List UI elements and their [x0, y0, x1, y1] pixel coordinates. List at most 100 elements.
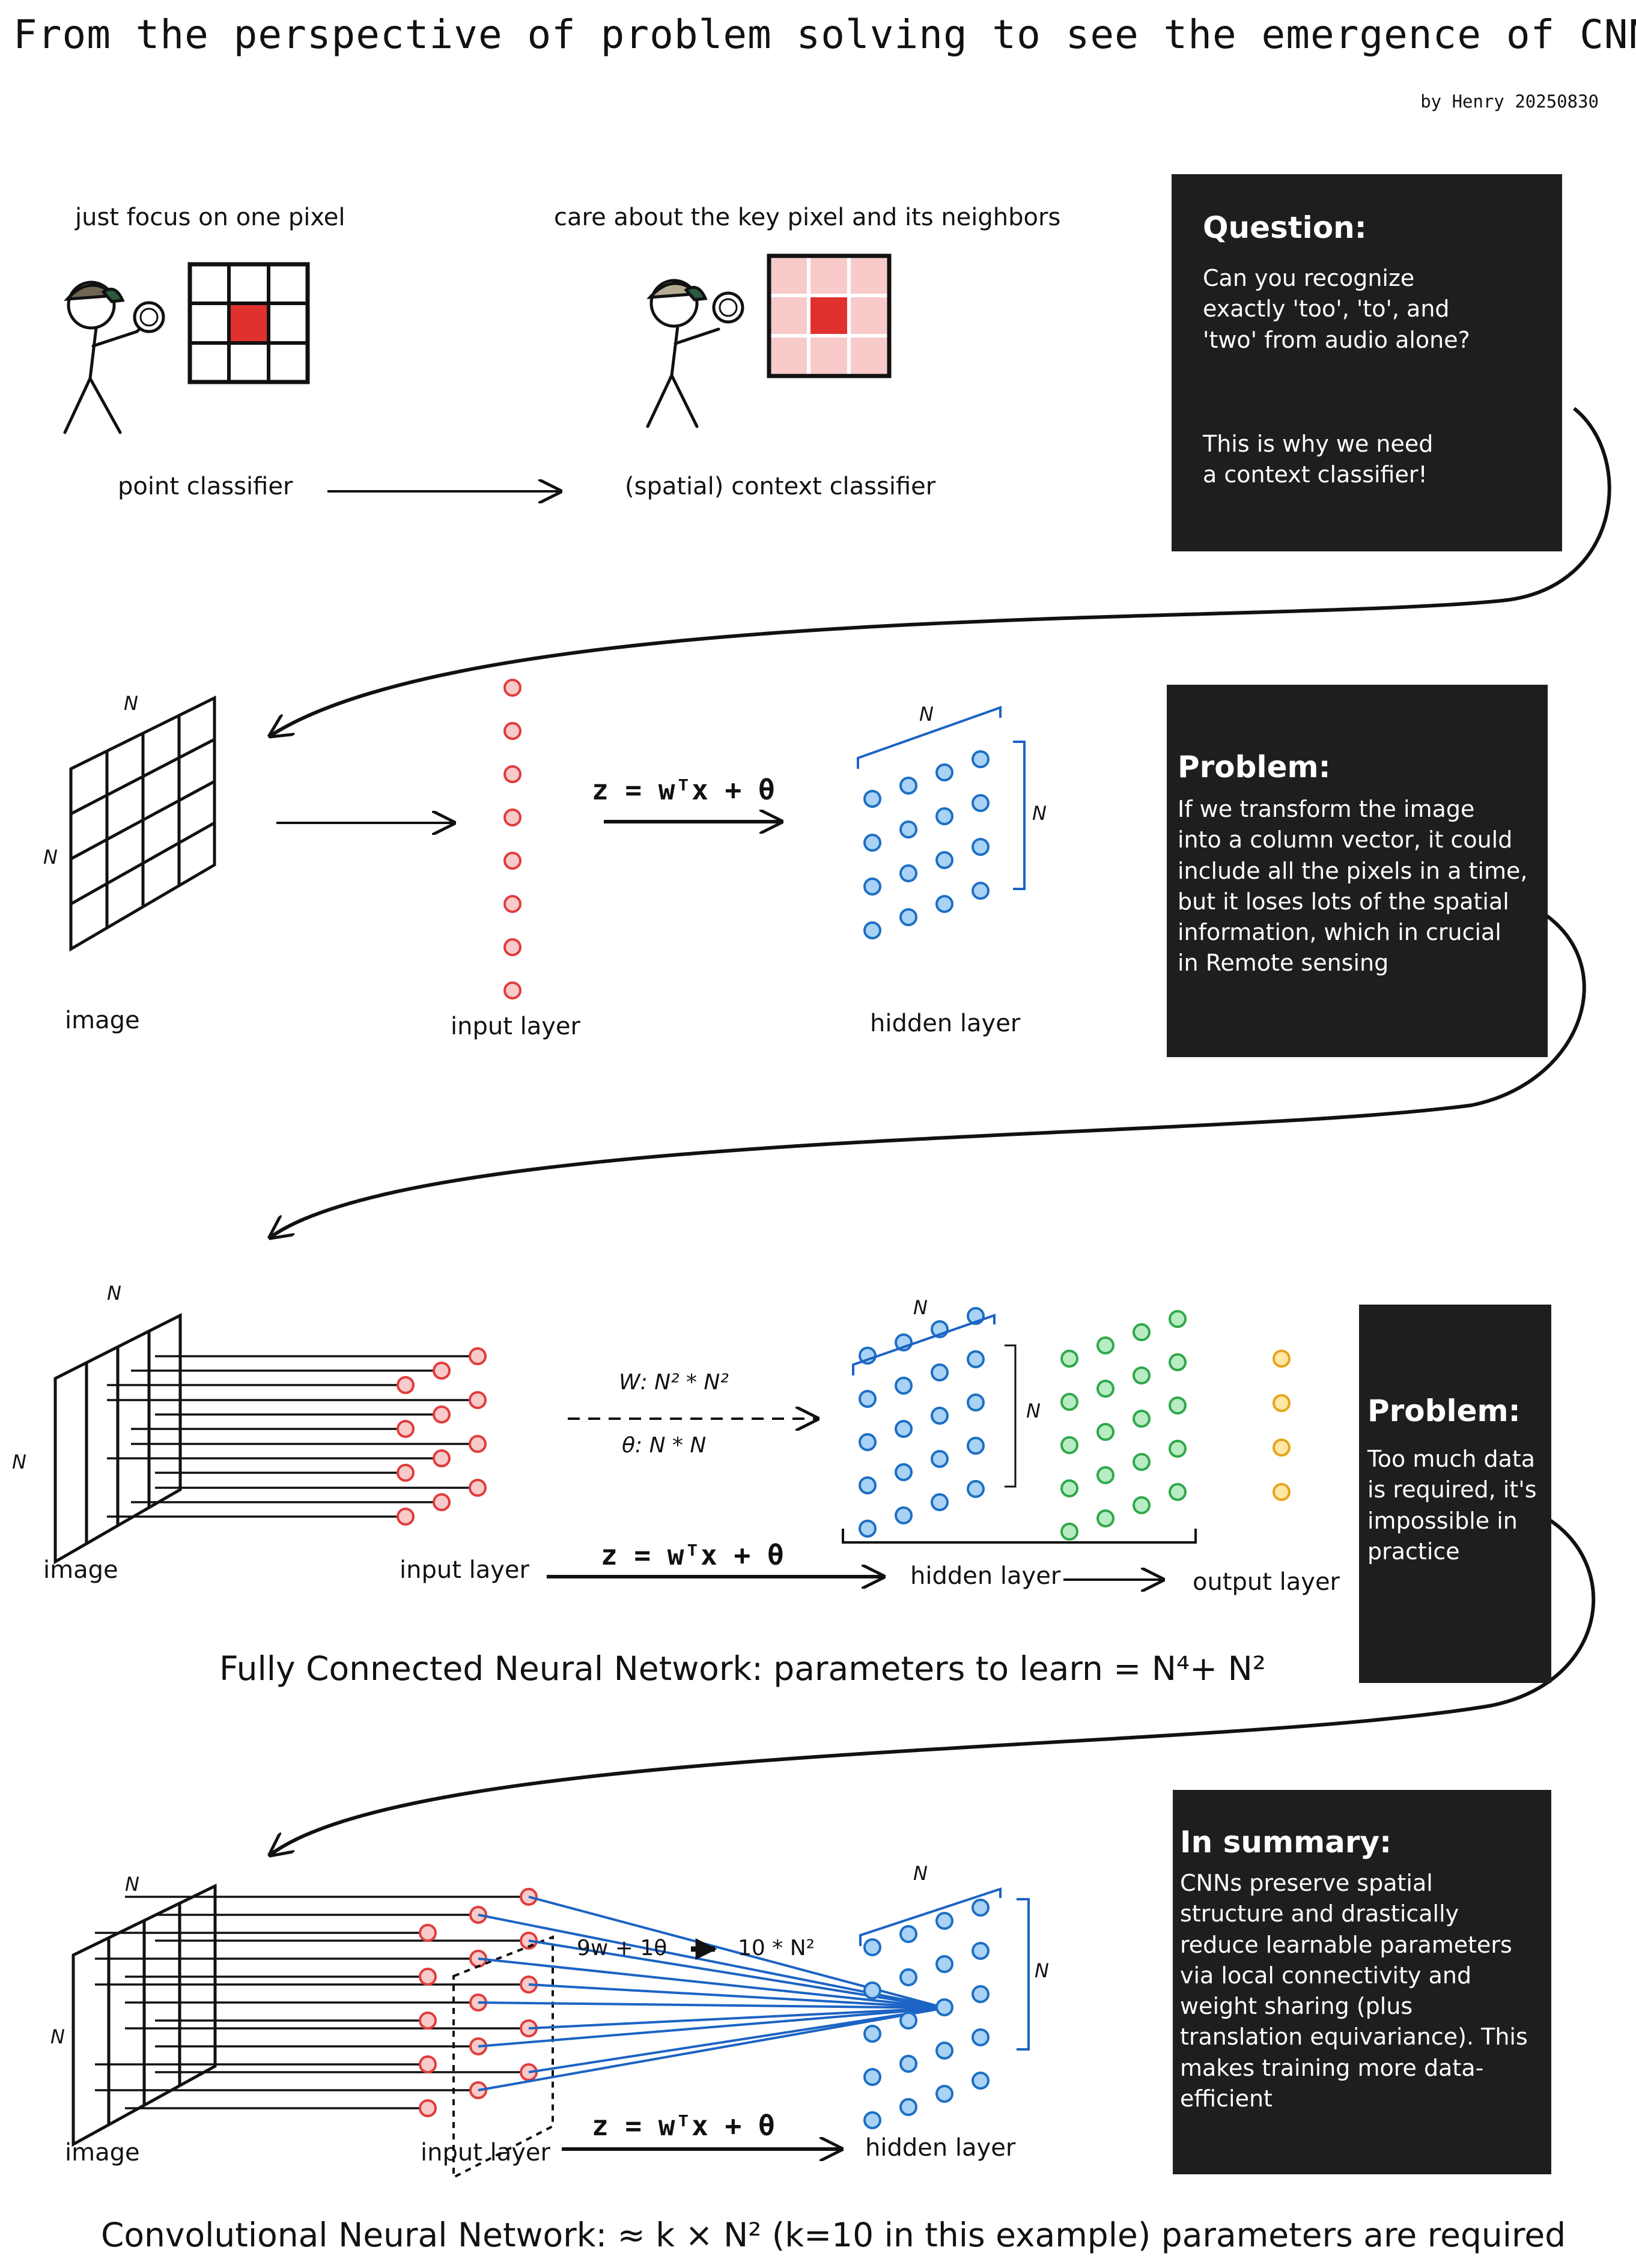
hidden-node-green: [1096, 1380, 1114, 1398]
hidden-node: [972, 882, 990, 900]
problem-heading-1: Problem:: [1178, 750, 1331, 784]
input-node: [397, 1376, 415, 1394]
hidden-layer-nodes-3: [859, 1307, 985, 1538]
hidden-node: [935, 2042, 953, 2060]
hidden-node: [899, 2012, 917, 2030]
input-node: [503, 765, 522, 783]
hidden-node: [935, 1955, 953, 1973]
hidden-node: [863, 1938, 881, 1956]
n-label-top-4: N: [125, 1873, 139, 1896]
hidden-node: [967, 1350, 985, 1368]
hidden-bracket-top-4: [859, 1887, 1002, 1946]
input-node: [433, 1405, 451, 1424]
caption-fully-connected: Fully Connected Neural Network: paramete…: [219, 1649, 1266, 1688]
hidden-node-green: [1096, 1423, 1114, 1441]
hidden-node: [899, 777, 917, 795]
hidden-node-green: [1096, 1509, 1114, 1527]
hidden-node-green: [1169, 1483, 1187, 1501]
hidden-node: [935, 851, 953, 869]
conv-connection-lines: [95, 1896, 529, 2109]
hidden-node: [935, 1998, 953, 2016]
hidden-node: [899, 1925, 917, 1943]
n-label-hidden-top-3: N: [913, 1296, 928, 1319]
hidden-node-green: [1133, 1496, 1151, 1514]
summary-panel: In summary: CNNs preserve spatial struct…: [1173, 1790, 1551, 2174]
hidden-node: [967, 1437, 985, 1455]
hidden-node-green: [1096, 1466, 1114, 1484]
question-body: Can you recognize exactly 'too', 'to', a…: [1203, 265, 1470, 353]
hidden-node: [863, 2068, 881, 2086]
hidden-node: [859, 1390, 877, 1408]
conv-params-right: 10 * N²: [738, 1936, 815, 1960]
hidden-node: [859, 1433, 877, 1451]
hidden-node: [931, 1363, 949, 1381]
caption-convolutional: Convolutional Neural Network: ≈ k × N² (…: [101, 2216, 1566, 2254]
hidden-node: [967, 1393, 985, 1411]
label-image-2: image: [65, 1007, 140, 1034]
hidden-node: [935, 763, 953, 781]
problem-panel-2: Problem: Too much data is required, it's…: [1359, 1305, 1551, 1683]
local-weight-line: [528, 2007, 946, 2030]
local-weight-line: [478, 1957, 946, 2009]
input-node: [503, 722, 522, 740]
hidden-node-green: [1133, 1323, 1151, 1341]
label-hidden-layer-3: hidden layer: [910, 1562, 1061, 1590]
hidden-node-green: [1169, 1396, 1187, 1414]
hidden-node: [972, 838, 990, 856]
hidden-node: [935, 895, 953, 913]
input-node: [503, 895, 522, 913]
label-input-layer-3: input layer: [400, 1556, 529, 1584]
output-node: [1273, 1439, 1291, 1457]
hidden-node: [895, 1420, 913, 1438]
input-node: [419, 2099, 437, 2117]
hidden-node-green: [1096, 1336, 1114, 1354]
hidden-node-green: [1060, 1393, 1078, 1411]
caption-neighbors: care about the key pixel and its neighbo…: [554, 204, 1061, 231]
hidden-node-green: [1133, 1453, 1151, 1471]
question-conclusion: This is why we need a context classifier…: [1203, 430, 1434, 488]
label-image-3: image: [43, 1556, 118, 1584]
hidden-node-green: [1060, 1523, 1078, 1541]
summary-heading: In summary:: [1180, 1825, 1392, 1860]
problem-panel-1: Problem: If we transform the image into …: [1167, 685, 1548, 1057]
hidden-node: [863, 790, 881, 808]
hidden-layer-nodes: [863, 750, 990, 939]
input-node: [397, 1464, 415, 1482]
input-layer-nodes-3: [397, 1347, 487, 1526]
hidden-node: [895, 1377, 913, 1395]
hidden-node: [935, 1912, 953, 1930]
hidden-bracket-top: [857, 706, 1002, 769]
n-label-left-3: N: [12, 1451, 26, 1473]
hidden-bracket-right-3: [1005, 1344, 1017, 1488]
n-label-left-4: N: [50, 2025, 65, 2048]
caption-point-focus: just focus on one pixel: [75, 204, 345, 231]
n-label-left-2: N: [43, 846, 58, 869]
hidden-node: [899, 2055, 917, 2073]
hidden-bracket-right: [1013, 741, 1026, 890]
n-label-top-3: N: [107, 1282, 121, 1305]
connector-curve-1: [270, 407, 1611, 736]
hidden-bracket-bottom-3: [842, 1529, 1197, 1544]
hidden-node: [967, 1480, 985, 1498]
hidden-node: [899, 864, 917, 882]
label-image-4: image: [65, 2139, 140, 2166]
hidden-bracket-top-3: [852, 1314, 996, 1375]
n-label-hidden-right-2: N: [1032, 802, 1047, 825]
hidden-layer-nodes-4: [863, 1899, 990, 2129]
pixel-grid-neighborhood: [767, 253, 892, 378]
hidden-node: [899, 908, 917, 926]
hidden-node: [972, 1899, 990, 1917]
hidden-node: [972, 794, 990, 812]
n-label-top-2: N: [124, 692, 138, 715]
hidden-node: [863, 1981, 881, 2000]
hidden-node: [863, 2025, 881, 2043]
conv-params-left: 9w + 1θ: [577, 1936, 667, 1960]
hidden-node: [863, 2111, 881, 2129]
hidden-node: [935, 2085, 953, 2103]
hidden-node-green: [1060, 1350, 1078, 1368]
hidden-node: [895, 1463, 913, 1481]
output-node: [1273, 1394, 1291, 1412]
image-grid-2: [69, 695, 216, 952]
input-node: [469, 1479, 487, 1497]
